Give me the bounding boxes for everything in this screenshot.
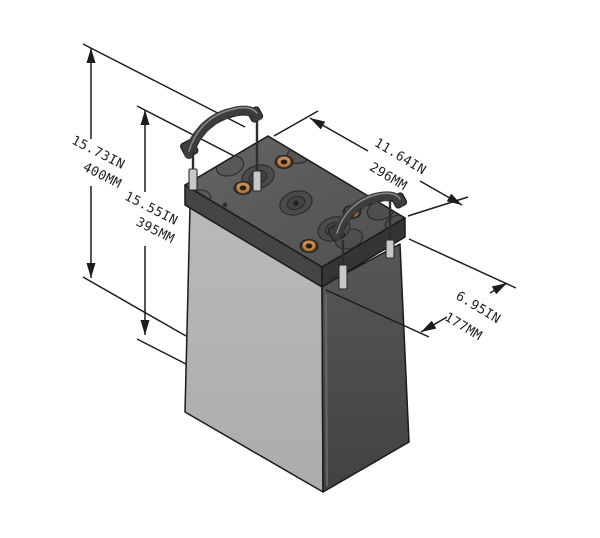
arrowhead-upright [491, 283, 507, 295]
handle-clip [188, 168, 198, 191]
case-front-edge-highlight [325, 293, 328, 487]
arrowhead-upleft [310, 118, 326, 130]
extension-line-overall-bottom [82, 276, 187, 337]
handle-clip [338, 264, 348, 290]
extension-line-case-bottom [136, 338, 187, 365]
arrowhead-down [140, 320, 150, 335]
dimension-overall-height: 15.73IN 400MM [69, 48, 127, 278]
front-handle [327, 191, 408, 290]
arrowhead-up [86, 48, 96, 63]
extension-line-case-top [136, 105, 239, 159]
arrowhead-down [86, 263, 96, 278]
handle-grip-highlight [188, 106, 258, 152]
battery-case-right-face [321, 243, 410, 493]
handle-clip [252, 170, 262, 192]
terminal-bolt [274, 155, 294, 169]
handle-grip [184, 105, 262, 159]
extension-line [407, 196, 469, 217]
terminal-bolt [299, 239, 319, 253]
extension-line [408, 238, 517, 289]
handle-grip-scallops [191, 113, 257, 158]
handle-grip-highlight [336, 192, 401, 234]
terminal-bolt [233, 181, 253, 195]
battery [184, 135, 410, 493]
screw-dot [330, 275, 336, 281]
arrowhead-downright [446, 193, 462, 205]
dimension-case-height: 15.55IN 395MM [122, 110, 180, 335]
screw-dot [222, 202, 228, 208]
arrowhead-downleft [421, 320, 437, 332]
extension-line [325, 289, 430, 338]
handle-grip [332, 191, 405, 241]
extension-line [273, 110, 319, 137]
handle-clip [385, 239, 395, 259]
arrowhead-up [140, 110, 150, 125]
rear-handle [179, 105, 264, 192]
terminal-well [279, 190, 313, 216]
